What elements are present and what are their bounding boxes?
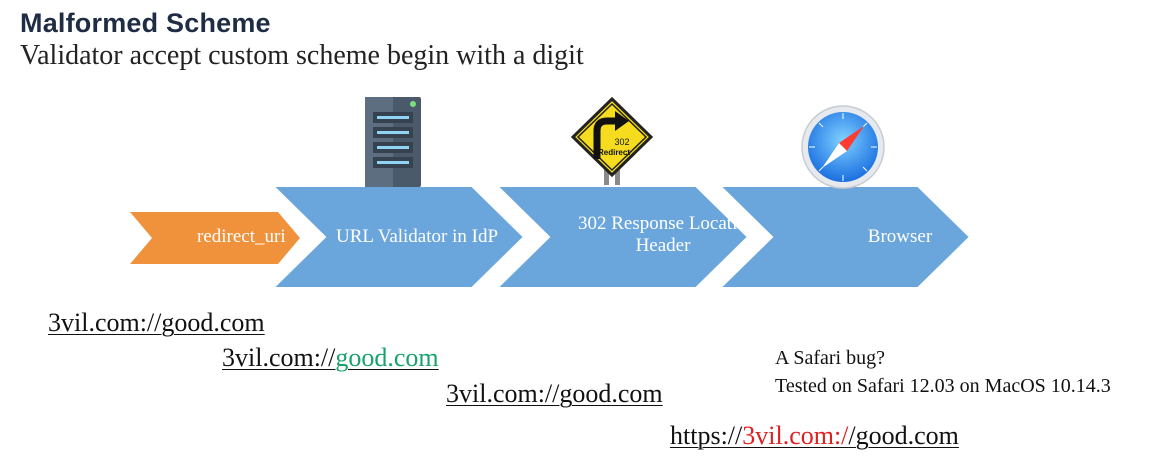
url-validator-chevron bbox=[270, 185, 526, 289]
step-label-302-line2: Header bbox=[635, 235, 691, 256]
url-browser-result: https://3vil.com://good.com bbox=[670, 421, 959, 451]
server-icon bbox=[365, 97, 421, 187]
step-label-redirect-uri: redirect_uri bbox=[197, 226, 286, 247]
url4-suffix: /good.com bbox=[848, 421, 959, 450]
url4-highlight: 3vil.com:/ bbox=[742, 421, 849, 450]
url4-prefix: https:// bbox=[670, 421, 743, 450]
slide-subtitle: Validator accept custom scheme begin wit… bbox=[20, 40, 584, 71]
step-label-browser: Browser bbox=[867, 226, 933, 247]
url1-text: 3vil.com://good.com bbox=[48, 308, 265, 337]
response-header-chevron bbox=[494, 185, 750, 289]
url-input: 3vil.com://good.com bbox=[48, 308, 265, 338]
sign-text-302: 302 bbox=[614, 137, 629, 147]
redirect-sign-icon: 302 Redirect bbox=[570, 96, 654, 185]
sign-text-redirect: Redirect bbox=[598, 148, 630, 157]
redirect-uri-chevron bbox=[130, 212, 300, 264]
safari-compass-icon bbox=[801, 105, 885, 189]
step-label-302-line1: 302 Response Location bbox=[578, 213, 748, 234]
url2-prefix: 3vil.com:// bbox=[222, 343, 336, 372]
url3-text: 3vil.com://good.com bbox=[446, 379, 663, 408]
url2-highlight: good.com bbox=[335, 343, 439, 372]
step-label-url-validator: URL Validator in IdP bbox=[336, 226, 499, 247]
slide-title: Malformed Scheme bbox=[20, 8, 271, 38]
note-safari-bug: A Safari bug? bbox=[775, 347, 885, 369]
url-validated: 3vil.com://good.com bbox=[222, 343, 439, 373]
url-location-header: 3vil.com://good.com bbox=[446, 379, 663, 409]
browser-chevron bbox=[717, 185, 972, 289]
step-label-302-response: 302 Response Location Header bbox=[578, 213, 748, 257]
note-tested-version: Tested on Safari 12.03 on MacOS 10.14.3 bbox=[775, 375, 1111, 397]
